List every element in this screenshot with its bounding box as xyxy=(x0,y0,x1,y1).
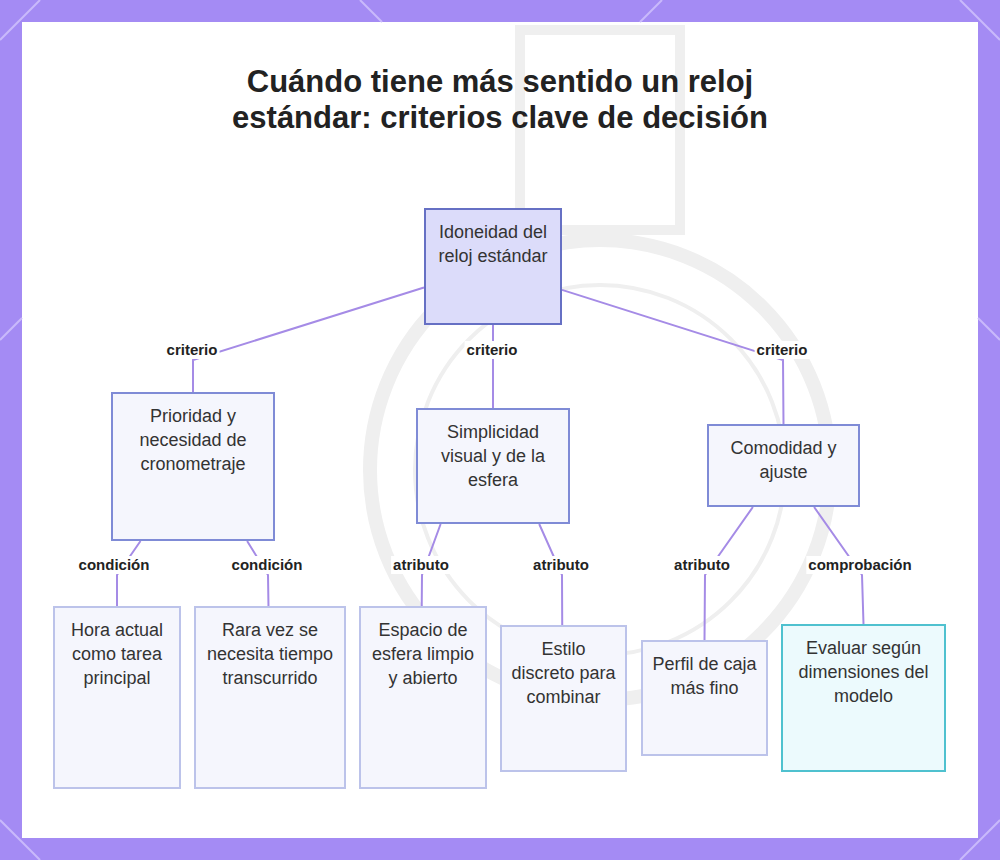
connector-line xyxy=(492,325,494,408)
edge-label: atributo xyxy=(672,556,732,574)
connector-line xyxy=(562,290,784,424)
edge-label: atributo xyxy=(391,556,451,574)
node-text: Estilo discreto para combinar xyxy=(502,627,625,709)
edge-label: criterio xyxy=(165,341,220,359)
node-text: Idoneidad del reloj estándar xyxy=(426,210,560,268)
node-text: Comodidad y ajuste xyxy=(709,426,858,484)
root-box: Idoneidad del reloj estándar xyxy=(424,208,562,325)
node-text: Rara vez se necesita tiempo transcurrido xyxy=(196,608,344,690)
node-text: Evaluar según dimensiones del modelo xyxy=(783,626,944,708)
criterion-box: Simplicidad visual y de la esfera xyxy=(416,408,570,524)
edge-label: comprobación xyxy=(806,556,913,574)
connector-line xyxy=(193,288,424,392)
detail-box: Estilo discreto para combinar xyxy=(500,625,627,772)
detail-box: Hora actual como tarea principal xyxy=(53,606,181,789)
node-text: Perfil de caja más fino xyxy=(643,642,766,700)
edge-label: condición xyxy=(230,556,305,574)
detail-box: Rara vez se necesita tiempo transcurrido xyxy=(194,606,346,789)
node-text: Prioridad y necesidad de cronometraje xyxy=(113,394,273,476)
node-text: Hora actual como tarea principal xyxy=(55,608,179,690)
edge-label: atributo xyxy=(531,556,591,574)
detail-box: Espacio de esfera limpio y abierto xyxy=(359,606,487,789)
edge-label: condición xyxy=(77,556,152,574)
edge-label: criterio xyxy=(465,341,520,359)
node-text: Simplicidad visual y de la esfera xyxy=(418,410,568,492)
criterion-box: Comodidad y ajuste xyxy=(707,424,860,507)
edge-label: criterio xyxy=(755,341,810,359)
criterion-box: Prioridad y necesidad de cronometraje xyxy=(111,392,275,541)
check-box: Evaluar según dimensiones del modelo xyxy=(781,624,946,772)
node-text: Espacio de esfera limpio y abierto xyxy=(361,608,485,690)
connector-line xyxy=(539,524,562,625)
diagram-title: Cuándo tiene más sentido un reloj estánd… xyxy=(220,64,780,136)
detail-box: Perfil de caja más fino xyxy=(641,640,768,756)
canvas-panel xyxy=(22,22,978,838)
